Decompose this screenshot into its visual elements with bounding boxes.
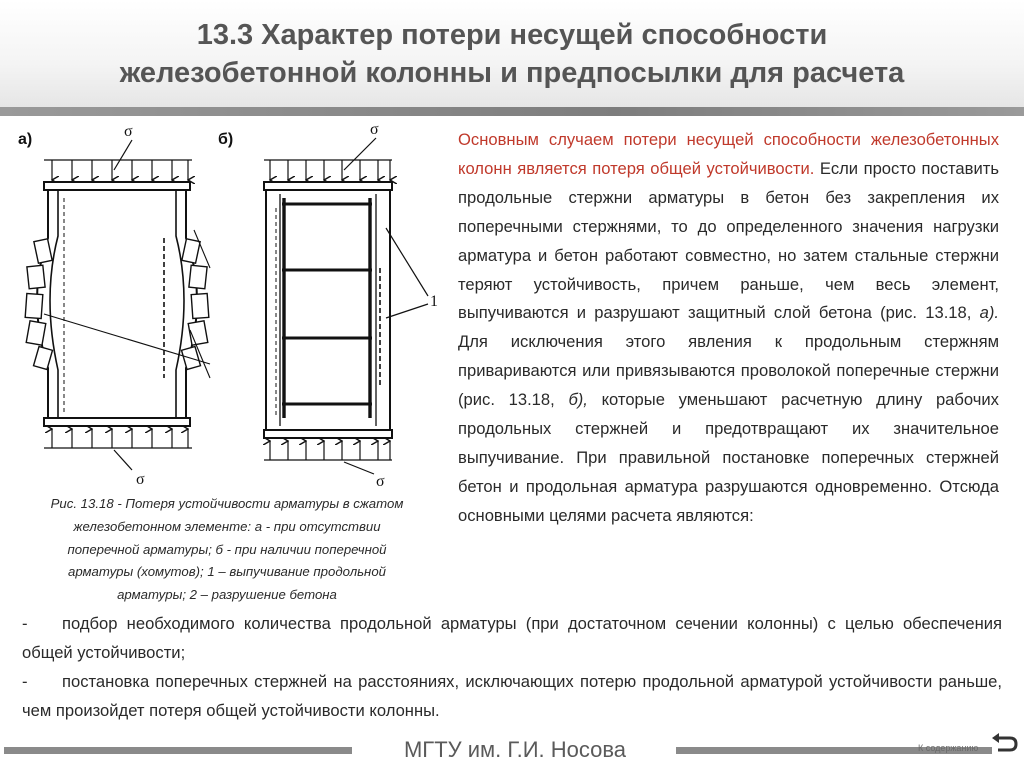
caption-line-3: поперечной арматуры; б - при наличии поп…	[67, 541, 387, 557]
bullet-item: -постановка поперечных стержней на расст…	[22, 668, 1002, 726]
slide-title: 13.3 Характер потери несущей способности…	[0, 16, 1024, 92]
caption-line-5: арматуры; 2 – разрушение бетона	[117, 587, 337, 603]
footer-institution: МГТУ им. Г.И. Носова	[403, 737, 627, 762]
sigma-bottom-b: σ	[376, 473, 385, 490]
figure-ref-a: а).	[979, 303, 999, 323]
caption-line-4: арматуры (хомутов); 1 – выпучивание прод…	[68, 564, 386, 580]
toc-link[interactable]: К содержанию	[918, 743, 979, 753]
sigma-top-a: σ	[124, 123, 133, 140]
body-paragraph: Основным случаем потери несущей способно…	[458, 126, 999, 531]
sigma-bottom-a: σ	[136, 471, 145, 488]
title-underline	[0, 107, 1024, 116]
body-part-3: которые уменьшают расчетную длину рабочи…	[458, 390, 999, 525]
sigma-top-b: σ	[370, 121, 379, 138]
sigma-pointer-top-b	[343, 137, 377, 171]
return-arrow-icon[interactable]	[990, 730, 1020, 758]
figure-caption: Рис. 13.18 - Потеря устойчивости арматур…	[18, 493, 436, 607]
panel-a-label: а)	[18, 131, 32, 148]
bullet-item: -подбор необходимого количества продольн…	[22, 610, 1002, 668]
bullet-dash: -	[22, 672, 28, 691]
figure-ref-b: б),	[568, 390, 588, 410]
slide-title-line1: 13.3 Характер потери несущей способности	[196, 19, 828, 51]
sigma-pointer-top-a	[113, 139, 133, 171]
panel-b-diagram: б) σ	[218, 121, 438, 490]
body-part-1: Если просто поставить продольные стержни…	[458, 158, 999, 323]
column-buckling-figure: а) σ	[18, 121, 438, 490]
slide-title-line2: железобетонной колонны и предпосылки для…	[119, 57, 905, 89]
caption-line-1: Рис. 13.18 - Потеря устойчивости арматур…	[50, 496, 404, 511]
footer-rule-right	[676, 747, 992, 754]
callout-1-label: 1	[430, 293, 438, 310]
panel-b-label: б)	[218, 131, 233, 148]
sigma-pointer-bottom-a	[113, 449, 133, 471]
callout-1-leader-lower	[385, 303, 429, 319]
body-part-2: Для исключения этого явления к продольны…	[458, 332, 999, 410]
bullet-text: постановка поперечных стержней на рассто…	[22, 672, 1002, 720]
footer-rule-left	[4, 747, 352, 754]
sigma-pointer-bottom-b	[343, 461, 375, 475]
caption-line-2: железобетонном элементе: а - при отсутст…	[73, 518, 381, 534]
title-band	[0, 0, 1024, 116]
bullet-text: подбор необходимого количества продольно…	[22, 614, 1002, 662]
callout-1-leader-upper	[385, 227, 429, 297]
highlighted-statement: Основным случаем потери несущей способно…	[458, 130, 999, 178]
bullet-dash: -	[22, 614, 28, 633]
panel-a-diagram: а) σ	[18, 123, 211, 488]
